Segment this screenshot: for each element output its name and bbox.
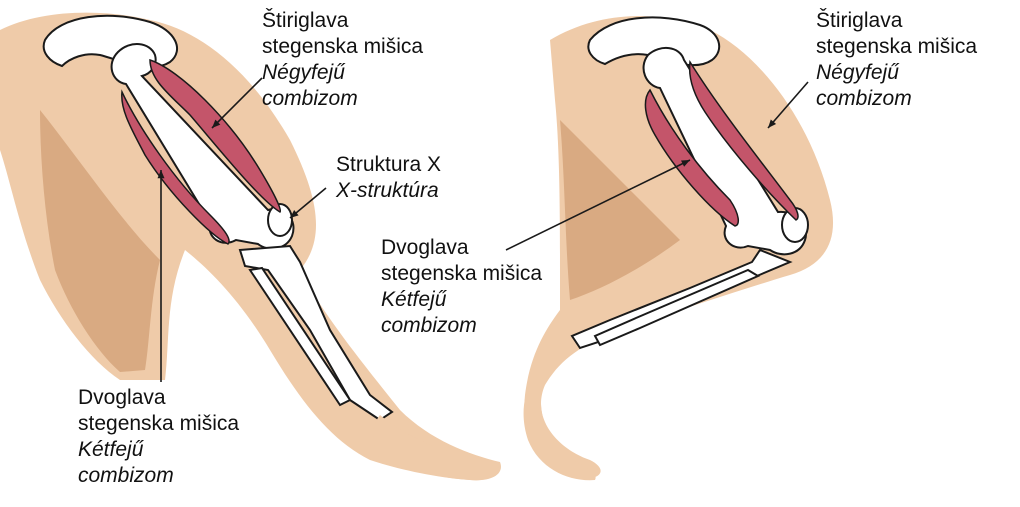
label-left-hamstring-line1: Dvoglava — [78, 385, 239, 411]
label-left-hamstring-line2: stegenska mišica — [78, 411, 239, 437]
label-left-hamstring-italic2: combizom — [78, 463, 239, 489]
label-right-hamstring-line1: Dvoglava — [381, 235, 542, 261]
label-left-quadriceps-line2: stegenska mišica — [262, 34, 423, 60]
label-right-quadriceps-italic2: combizom — [816, 86, 977, 112]
right-leg — [524, 16, 833, 480]
label-right-quadriceps-line1: Štiriglava — [816, 8, 977, 34]
label-right-quadriceps: Štiriglava stegenska mišica Négyfejű com… — [816, 8, 977, 112]
label-right-hamstring-line2: stegenska mišica — [381, 261, 542, 287]
label-left-hamstring: Dvoglava stegenska mišica Kétfejű combiz… — [78, 385, 239, 489]
label-right-quadriceps-italic1: Négyfejű — [816, 60, 977, 86]
label-structure-x-line1: Struktura X — [336, 152, 441, 178]
label-left-quadriceps: Štiriglava stegenska mišica Négyfejű com… — [262, 8, 423, 112]
label-right-hamstring-italic1: Kétfejű — [381, 287, 542, 313]
label-left-quadriceps-italic1: Négyfejű — [262, 60, 423, 86]
label-left-quadriceps-line1: Štiriglava — [262, 8, 423, 34]
label-right-hamstring: Dvoglava stegenska mišica Kétfejű combiz… — [381, 235, 542, 339]
label-left-hamstring-italic1: Kétfejű — [78, 437, 239, 463]
label-left-quadriceps-italic2: combizom — [262, 86, 423, 112]
label-structure-x-italic1: X-struktúra — [336, 178, 441, 204]
label-right-hamstring-italic2: combizom — [381, 313, 542, 339]
label-right-quadriceps-line2: stegenska mišica — [816, 34, 977, 60]
label-structure-x: Struktura X X-struktúra — [336, 152, 441, 204]
left-foot — [373, 415, 499, 480]
